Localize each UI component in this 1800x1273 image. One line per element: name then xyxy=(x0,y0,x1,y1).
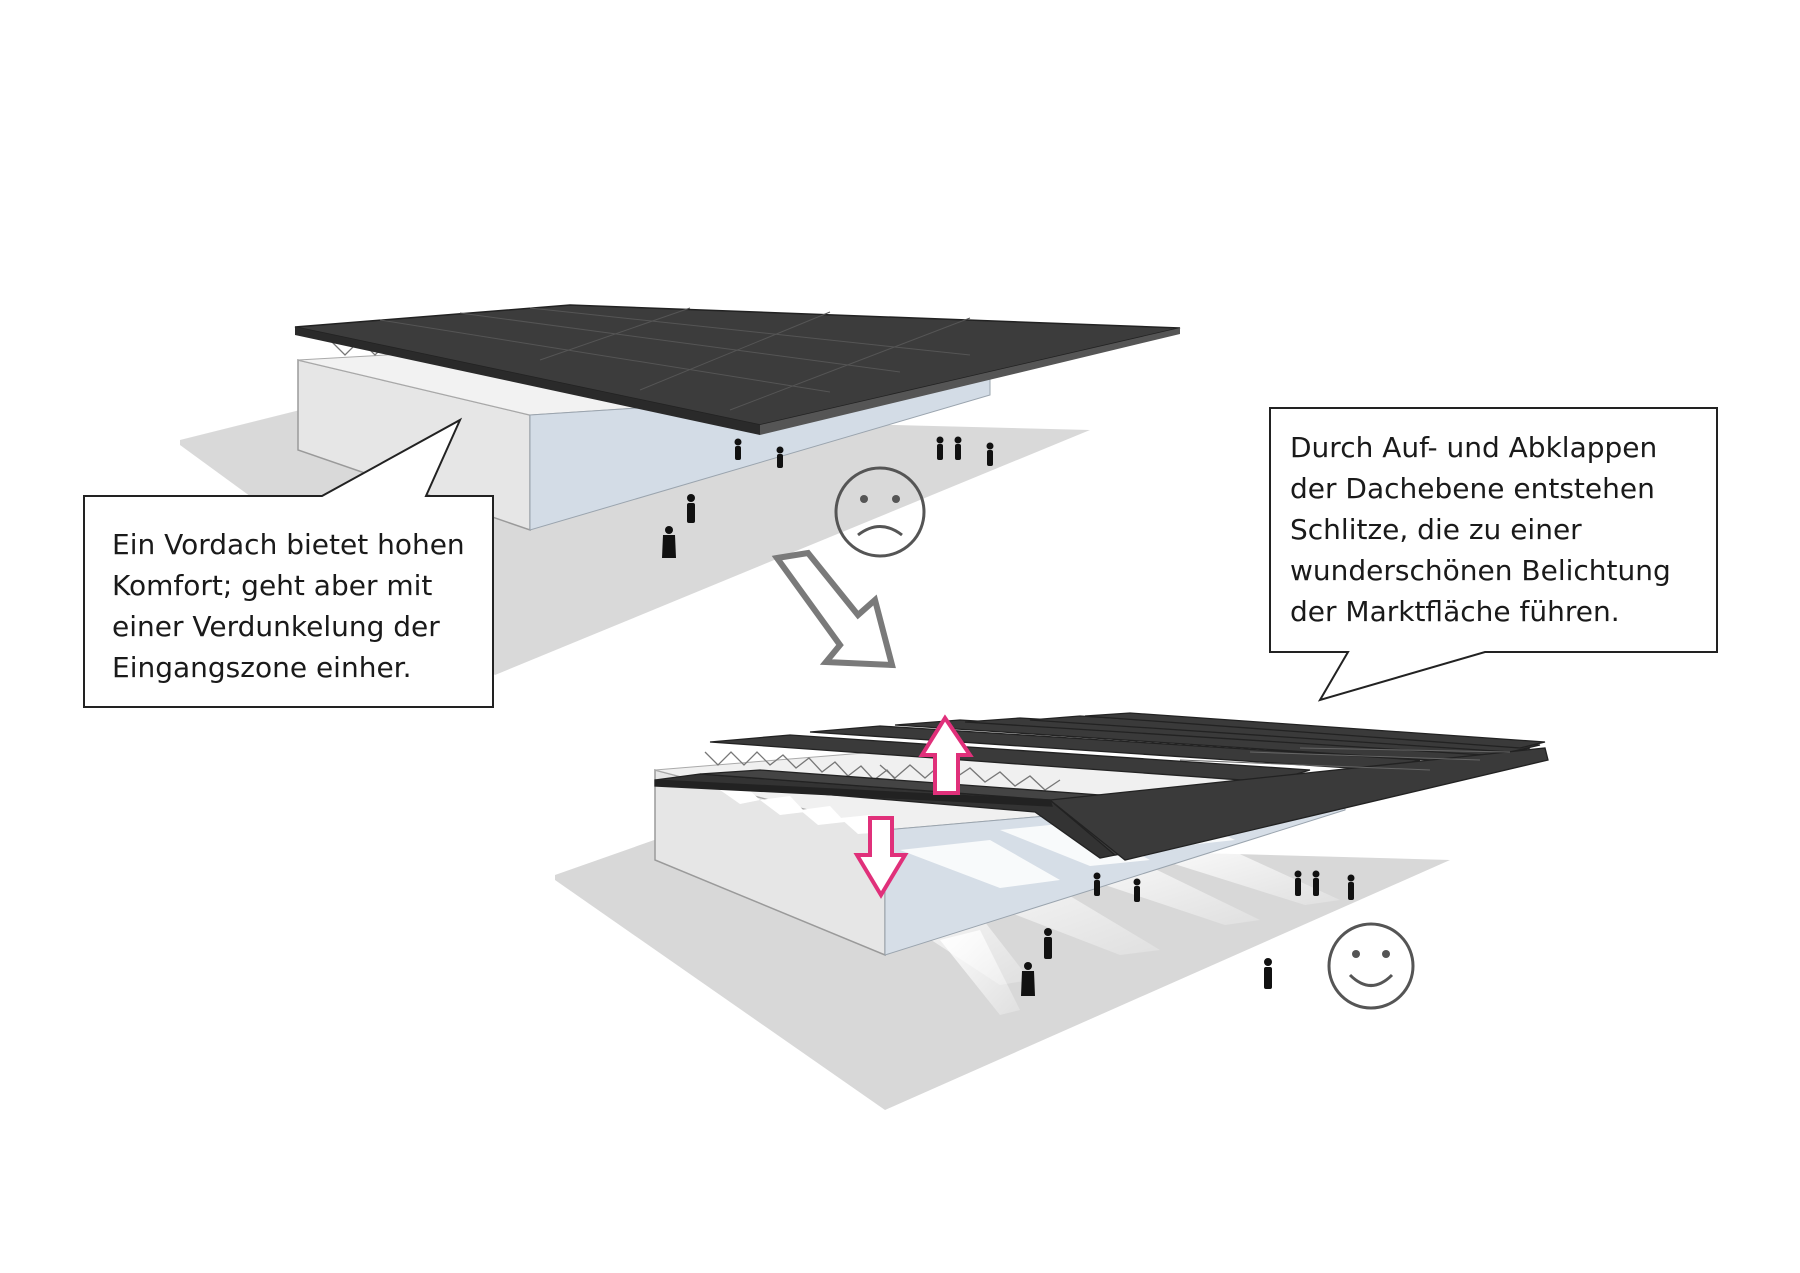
top-roof-edge xyxy=(295,327,760,435)
sad-face-icon xyxy=(834,466,926,558)
top-roof-panel-lines xyxy=(379,307,971,411)
callout-right-bubble xyxy=(1269,407,1718,702)
bottom-roof-strips xyxy=(654,712,1549,861)
bottom-roof-truss xyxy=(704,751,1061,791)
arrow-down-right-icon xyxy=(771,549,896,669)
callout-left-text: Ein Vordach bietet hohen Komfort; geht a… xyxy=(112,528,465,684)
arrow-down-icon xyxy=(853,816,909,899)
bottom-people xyxy=(1021,870,1355,996)
callout-right-text: Durch Auf- und Abklappen der Dachebene e… xyxy=(1290,431,1671,628)
arrow-up-icon xyxy=(918,714,974,795)
bottom-building xyxy=(555,712,1549,1110)
top-roof-edge-right xyxy=(760,328,1180,435)
happy-face-icon xyxy=(1327,922,1415,1010)
callout-left-bubble xyxy=(83,417,494,708)
bottom-roof-panel-lines xyxy=(1179,747,1511,771)
top-people xyxy=(662,436,994,558)
